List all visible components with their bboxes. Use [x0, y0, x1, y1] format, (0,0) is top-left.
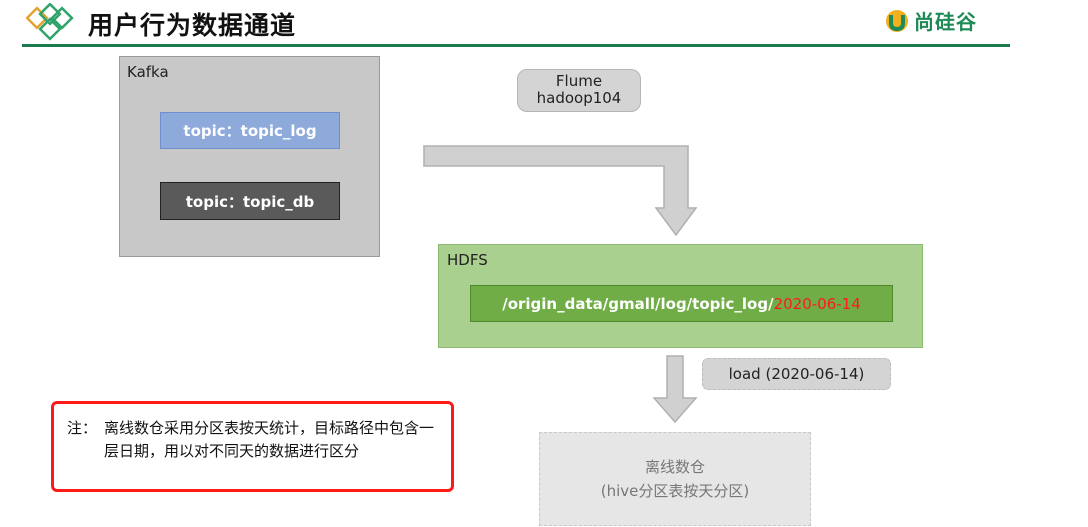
flume-label: Flume: [555, 72, 603, 90]
flow-arrow-hdfs-to-warehouse: [652, 355, 698, 424]
flume-host: hadoop104: [536, 89, 622, 107]
hdfs-box: HDFS /origin_data/gmall/log/topic_log/20…: [438, 244, 923, 348]
brand-logo: 尚硅谷: [884, 6, 977, 35]
flow-arrow-kafka-to-hdfs: [423, 145, 698, 237]
note-body: 离线数仓采用分区表按天统计，目标路径中包含一层日期，用以对不同天的数据进行区分: [104, 419, 435, 460]
diamond-logo-icon: [26, 3, 74, 41]
flume-box: Flume hadoop104: [517, 69, 641, 112]
hdfs-path-prefix: /origin_data/gmall/log/topic_log/: [502, 294, 774, 313]
note-box: 注： 离线数仓采用分区表按天统计，目标路径中包含一层日期，用以对不同天的数据进行…: [51, 401, 454, 492]
page-title: 用户行为数据通道: [88, 11, 297, 40]
brand-name: 尚硅谷: [914, 10, 977, 34]
hdfs-label: HDFS: [447, 251, 488, 269]
hdfs-path-box: /origin_data/gmall/log/topic_log/2020-06…: [470, 285, 893, 322]
warehouse-subtitle: (hive分区表按天分区): [600, 482, 750, 500]
load-label: load (2020-06-14): [702, 358, 891, 390]
note-text: 注： 离线数仓采用分区表按天统计，目标路径中包含一层日期，用以对不同天的数据进行…: [67, 417, 442, 463]
note-prefix: 注：: [67, 419, 98, 437]
header-divider: [22, 44, 1010, 47]
hdfs-path-date: 2020-06-14: [773, 294, 861, 313]
topic-db-box: topic：topic_db: [160, 182, 340, 220]
warehouse-box: 离线数仓 (hive分区表按天分区): [539, 432, 811, 526]
warehouse-title: 离线数仓: [644, 458, 705, 476]
kafka-label: Kafka: [127, 63, 169, 81]
kafka-box: Kafka topic：topic_log topic：topic_db: [119, 56, 380, 257]
brand-badge-icon: [886, 9, 908, 32]
topic-log-box: topic：topic_log: [160, 112, 340, 149]
